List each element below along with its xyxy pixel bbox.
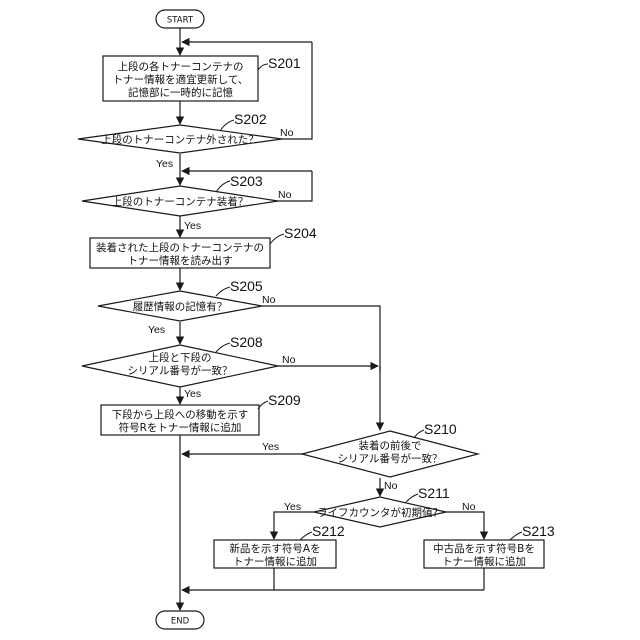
s210-line-2: シリアル番号が一致？ — [338, 452, 443, 465]
process-s213: 中古品を示す符号Bを トナー情報に追加 S213 — [424, 523, 555, 568]
connector-s205-no — [262, 306, 380, 372]
s212-step-label: S212 — [312, 523, 345, 539]
s201-line-3: 記憶部に一時的に記憶 — [128, 86, 233, 99]
s211-step-label: S211 — [418, 485, 450, 501]
s210-no-label: No — [384, 480, 398, 492]
connector-s211-yes — [274, 512, 314, 526]
s202-yes-label: Yes — [156, 158, 173, 170]
end-label: END — [171, 617, 190, 627]
decision-s208: 上段と下段の シリアル番号が一致？ S208 No Yes — [82, 334, 296, 400]
s211-no-label: No — [462, 501, 476, 513]
s209-step-label: S209 — [268, 392, 301, 408]
s203-no-label: No — [278, 189, 292, 201]
decision-s205: 履歴情報の記憶有？ S205 No Yes — [98, 278, 276, 336]
s202-line-1: 上段のトナーコンテナ外された？ — [101, 133, 259, 146]
decision-s210: 装着の前後で シリアル番号が一致？ S210 Yes No — [262, 421, 478, 492]
s202-step-label: S202 — [234, 111, 267, 127]
s208-step-label: S208 — [230, 334, 263, 350]
s213-line-1: 中古品を示す符号Bを — [433, 542, 535, 555]
connector-s211-no — [446, 512, 484, 526]
s205-step-label: S205 — [230, 278, 263, 294]
s203-step-label: S203 — [230, 173, 263, 189]
process-s201: 上段の各トナーコンテナの トナー情報を適宜更新して、 記憶部に一時的に記憶 S2… — [103, 55, 301, 101]
s213-step-label: S213 — [522, 523, 555, 539]
start-terminal: START — [156, 10, 204, 28]
s205-no-label: No — [262, 294, 276, 306]
s204-step-label: S204 — [284, 225, 317, 241]
s208-line-1: 上段と下段の — [149, 351, 212, 364]
s203-line-1: 上段のトナーコンテナ装着？ — [112, 195, 249, 208]
s204-line-2: トナー情報を読み出す — [128, 254, 233, 267]
s210-yes-label: Yes — [262, 441, 279, 453]
s205-yes-label: Yes — [148, 324, 165, 336]
s201-step-label: S201 — [268, 55, 301, 71]
s210-line-1: 装着の前後で — [359, 439, 422, 452]
s212-line-2: トナー情報に追加 — [233, 555, 317, 568]
s204-line-1: 装着された上段のトナーコンテナの — [96, 241, 264, 254]
start-label: START — [167, 16, 194, 26]
process-s204: 装着された上段のトナーコンテナの トナー情報を読み出す S204 — [90, 225, 317, 268]
s208-line-2: シリアル番号が一致？ — [128, 364, 233, 377]
s211-yes-label: Yes — [284, 501, 301, 513]
decision-s202: 上段のトナーコンテナ外された？ S202 No Yes — [78, 111, 294, 170]
s210-step-label: S210 — [424, 421, 457, 437]
s202-no-label: No — [280, 127, 294, 139]
process-s212: 新品を示す符号Aを トナー情報に追加 S212 — [214, 523, 345, 568]
end-terminal: END — [156, 611, 204, 629]
s209-line-1: 下段から上段への移動を示す — [112, 408, 249, 421]
s203-yes-label: Yes — [184, 220, 201, 232]
s211-line-1: ライフカウンタが初期値？ — [317, 506, 443, 519]
s212-line-1: 新品を示す符号Aを — [229, 542, 320, 555]
s201-line-1: 上段の各トナーコンテナの — [118, 60, 244, 73]
s201-line-2: トナー情報を適宜更新して、 — [113, 73, 249, 86]
decision-s203: 上段のトナーコンテナ装着？ S203 No Yes — [82, 173, 292, 232]
s213-line-2: トナー情報に追加 — [442, 555, 526, 568]
s205-line-1: 履歴情報の記憶有？ — [133, 300, 228, 313]
s209-line-2: 符号Rをトナー情報に追加 — [119, 421, 242, 434]
s208-no-label: No — [282, 354, 296, 366]
s208-yes-label: Yes — [184, 388, 201, 400]
